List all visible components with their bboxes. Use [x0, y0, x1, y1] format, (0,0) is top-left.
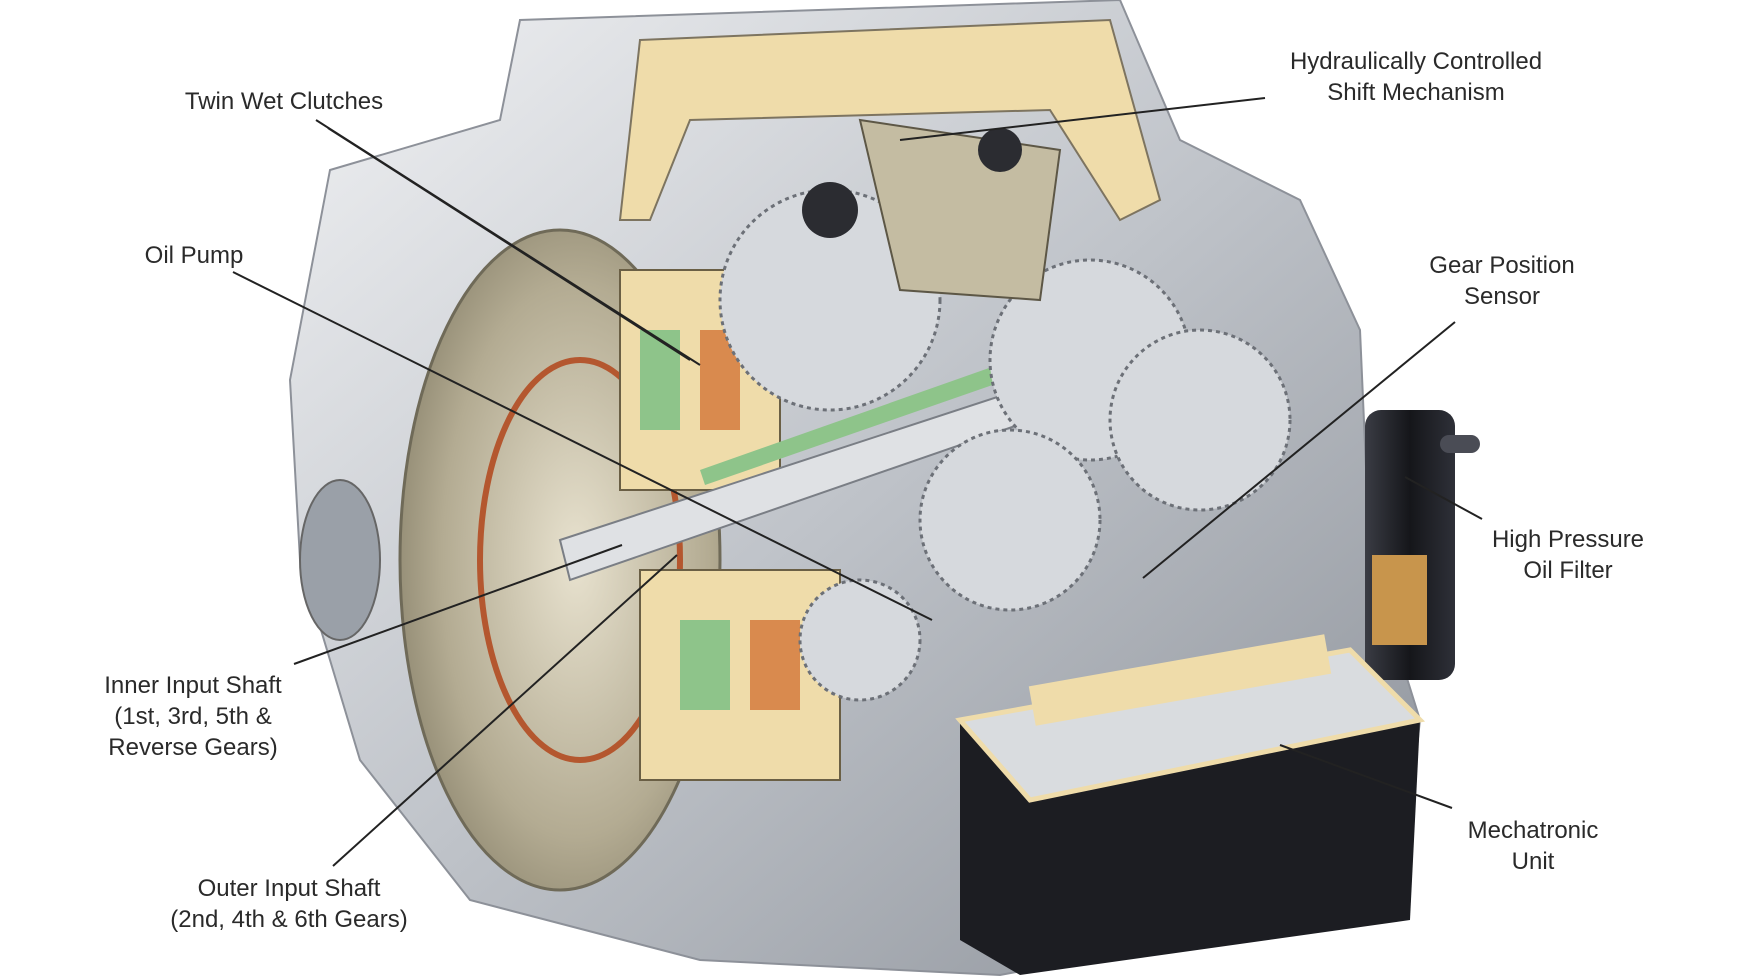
filter-nozzle: [1440, 435, 1480, 453]
clutch-plate-orange: [750, 620, 800, 710]
clutch-plate-green: [680, 620, 730, 710]
label-twin-wet-clutches: Twin Wet Clutches: [185, 86, 383, 117]
label-outer-input-shaft: Outer Input Shaft (2nd, 4th & 6th Gears): [170, 873, 407, 935]
leader-oil-filter: [1404, 476, 1483, 520]
clutch-plate-green: [640, 330, 680, 430]
shift-actuator: [978, 128, 1022, 172]
label-text: Outer Input Shaft: [197, 875, 381, 902]
clutch-lower: [639, 569, 841, 781]
label-text: Oil Filter: [1523, 557, 1613, 584]
label-text: Shift Mechanism: [1327, 79, 1505, 106]
gear: [918, 428, 1102, 612]
label-inner-input-shaft: Inner Input Shaft (1st, 3rd, 5th & Reverse…: [104, 670, 281, 763]
leader-hydraulic-shift: [899, 97, 1266, 141]
top-section: [618, 18, 1162, 222]
label-oil-pump: Oil Pump: [145, 240, 244, 271]
label-text: Sensor: [1463, 283, 1541, 310]
label-text: Oil Pump: [144, 242, 244, 269]
label-text: Unit: [1511, 848, 1555, 875]
leader-twin-wet-clutches-2: [327, 127, 691, 361]
shift-actuator: [802, 182, 858, 238]
leader-oil-pump: [232, 271, 933, 621]
gears: [718, 188, 1292, 702]
label-text: High Pressure: [1491, 526, 1645, 553]
shaft-section: [700, 350, 1050, 485]
filter-element: [1372, 555, 1427, 645]
leader-outer-shaft: [332, 554, 678, 867]
label-text: Hydraulically Controlled: [1289, 48, 1543, 75]
bearing-housing: [299, 479, 381, 641]
gear: [798, 578, 922, 702]
label-text: Gear Position: [1429, 252, 1575, 279]
leader-inner-shaft: [293, 544, 623, 665]
leader-gear-sensor: [1142, 321, 1456, 579]
leader-mechatronic: [1279, 744, 1453, 809]
label-text: (2nd, 4th & 6th Gears): [170, 906, 408, 933]
label-text: (1st, 3rd, 5th &: [114, 703, 272, 730]
gear: [1108, 328, 1292, 512]
label-text: Twin Wet Clutches: [184, 88, 384, 115]
label-text: Mechatronic: [1467, 817, 1599, 844]
gear: [718, 188, 942, 412]
valve-section: [1028, 634, 1332, 726]
disc-ring: [477, 357, 683, 763]
label-text: Inner Input Shaft: [104, 672, 282, 699]
label-text: Reverse Gears): [108, 734, 278, 761]
